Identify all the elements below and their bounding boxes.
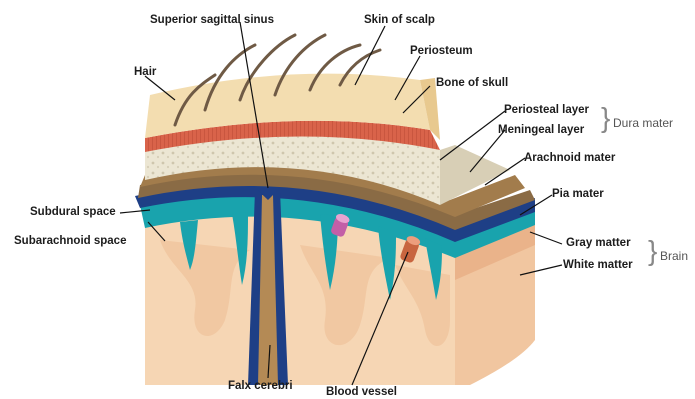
label-arachnoid-mater: Arachnoid mater: [524, 152, 615, 165]
brace-brain: }: [648, 236, 657, 266]
label-periosteal-layer: Periosteal layer: [504, 104, 589, 117]
brace-dura-mater: }: [601, 103, 610, 133]
label-subdural-space: Subdural space: [30, 206, 116, 219]
label-gray-matter: Gray matter: [566, 237, 631, 250]
label-blood-vessel: Blood vessel: [326, 386, 397, 399]
group-dura-mater: Dura mater: [613, 116, 673, 130]
label-white-matter: White matter: [563, 259, 633, 272]
label-skin-of-scalp: Skin of scalp: [364, 14, 435, 27]
label-subarachnoid-space: Subarachnoid space: [14, 235, 126, 248]
label-hair: Hair: [134, 66, 156, 79]
label-bone-of-skull: Bone of skull: [436, 77, 508, 90]
label-falx-cerebri: Falx cerebri: [228, 380, 293, 393]
label-meningeal-layer: Meningeal layer: [498, 124, 584, 137]
group-brain: Brain: [660, 249, 688, 263]
label-pia-mater: Pia mater: [552, 188, 604, 201]
label-superior-sagittal-sinus: Superior sagittal sinus: [150, 14, 274, 27]
label-periosteum: Periosteum: [410, 45, 473, 58]
